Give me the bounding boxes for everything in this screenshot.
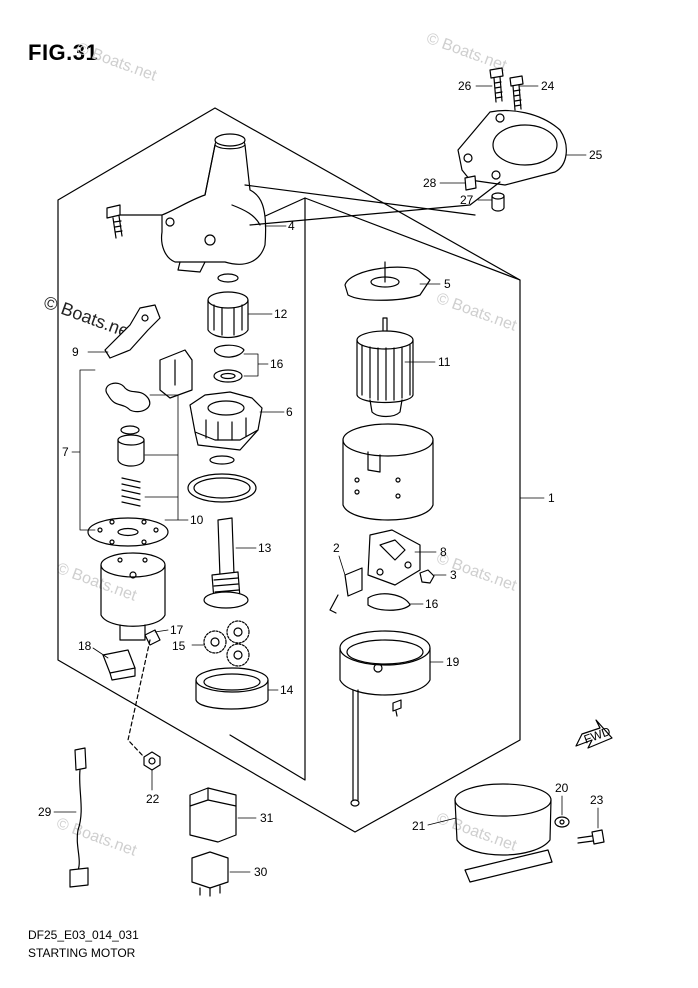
plate-part-5 bbox=[344, 266, 431, 301]
bracket-part-25 bbox=[457, 109, 567, 186]
callout-23: 23 bbox=[590, 793, 604, 807]
band-part-21 bbox=[454, 783, 553, 883]
callout-4: 4 bbox=[288, 219, 295, 233]
callout-19: 19 bbox=[446, 655, 460, 669]
drive-housing-part-4 bbox=[160, 133, 267, 273]
clip-part-16 bbox=[213, 344, 245, 383]
cover-part-18 bbox=[102, 649, 136, 681]
callout-14: 14 bbox=[280, 683, 294, 697]
callout-labels: 1 2 3 4 5 6 7 8 9 10 11 12 13 14 15 16 1… bbox=[38, 79, 613, 879]
plunger bbox=[117, 425, 145, 467]
callout-25: 25 bbox=[589, 148, 603, 162]
callout-16: 16 bbox=[270, 357, 284, 371]
bushing-part-27 bbox=[491, 192, 505, 212]
callout-18: 18 bbox=[78, 639, 92, 653]
gasket-ring bbox=[187, 455, 257, 503]
shaft-part-13 bbox=[203, 517, 249, 609]
relay-part-30 bbox=[191, 851, 229, 897]
relay-part-31 bbox=[189, 787, 237, 843]
callout-11: 11 bbox=[438, 355, 451, 369]
washer-part-20 bbox=[554, 816, 570, 828]
spring-wire-part-7 bbox=[105, 382, 151, 413]
callout-10: 10 bbox=[190, 513, 204, 527]
direction-arrow bbox=[575, 719, 613, 749]
callout-2: 2 bbox=[333, 541, 340, 555]
figure-caption: STARTING MOTOR bbox=[28, 946, 136, 960]
callout-5: 5 bbox=[444, 277, 451, 291]
callout-31: 31 bbox=[260, 811, 274, 825]
harness-part-29 bbox=[69, 747, 89, 888]
bolt-part-23 bbox=[577, 829, 605, 845]
screw-under-cover bbox=[392, 699, 402, 717]
cover-part-6 bbox=[189, 391, 263, 451]
assembly-frame bbox=[57, 107, 521, 833]
callout-30: 30 bbox=[254, 865, 268, 879]
collar-part-28 bbox=[464, 175, 477, 191]
spring bbox=[121, 477, 141, 507]
brush-holder-part-8 bbox=[367, 529, 421, 586]
callout-20: 20 bbox=[555, 781, 569, 795]
lever-part-9 bbox=[104, 304, 161, 359]
callout-6: 6 bbox=[286, 405, 293, 419]
inner-frame bbox=[229, 197, 306, 781]
terminal-part-17 bbox=[144, 629, 161, 646]
callout-12: 12 bbox=[274, 307, 288, 321]
callout-17: 17 bbox=[170, 623, 184, 637]
brush-lead-part-2 bbox=[329, 567, 363, 614]
callout-16-lower: 16 bbox=[425, 597, 439, 611]
callout-21: 21 bbox=[412, 819, 426, 833]
callout-13: 13 bbox=[258, 541, 272, 555]
yoke bbox=[342, 423, 434, 521]
callout-27: 27 bbox=[460, 193, 474, 207]
callout-29: 29 bbox=[38, 805, 52, 819]
housing-bolt bbox=[106, 204, 123, 239]
gears-part-15 bbox=[203, 620, 250, 667]
figure-title: FIG.31 bbox=[28, 40, 99, 65]
callout-7: 7 bbox=[62, 445, 69, 459]
nut-part-3 bbox=[419, 569, 435, 584]
callout-26: 26 bbox=[458, 79, 472, 93]
solenoid-body bbox=[100, 552, 166, 641]
armature-part-11 bbox=[356, 317, 414, 418]
end-cover-part-19 bbox=[339, 630, 431, 696]
seal-plate bbox=[87, 517, 169, 547]
plunger-holder bbox=[159, 349, 193, 399]
plate-part-16-lower bbox=[367, 593, 411, 611]
callout-22: 22 bbox=[146, 792, 160, 806]
callout-1: 1 bbox=[548, 491, 555, 505]
nut-part-22 bbox=[143, 751, 161, 771]
callout-28: 28 bbox=[423, 176, 437, 190]
drawing-code: DF25_E03_014_031 bbox=[28, 928, 139, 942]
callout-15: 15 bbox=[172, 639, 186, 653]
callout-8: 8 bbox=[440, 545, 447, 559]
pinion-part-12 bbox=[207, 273, 249, 339]
bolt-part-24 bbox=[509, 75, 524, 111]
callout-9: 9 bbox=[72, 345, 79, 359]
callout-3: 3 bbox=[450, 568, 457, 582]
bolt-part-26 bbox=[489, 67, 504, 103]
callout-24: 24 bbox=[541, 79, 555, 93]
ring-gear-part-14 bbox=[195, 667, 269, 710]
leader-lines bbox=[53, 85, 599, 873]
through-bolt bbox=[350, 689, 360, 807]
